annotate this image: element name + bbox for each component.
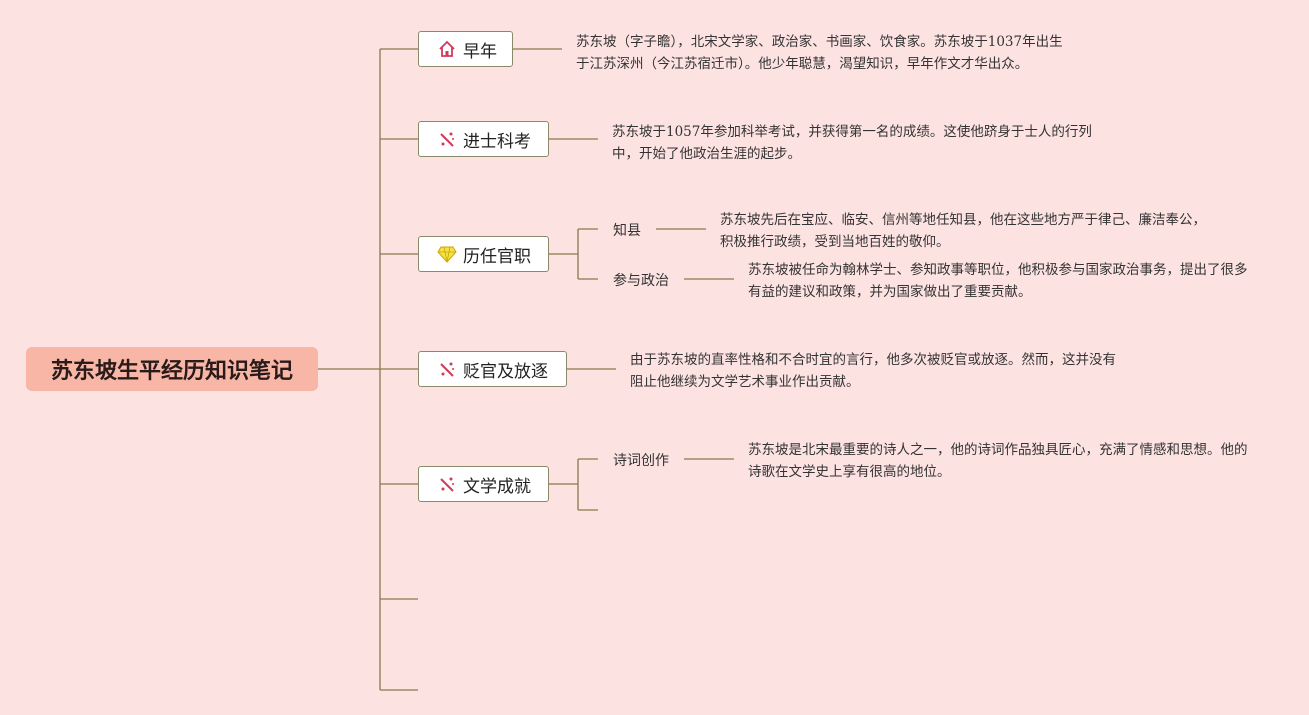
root-node[interactable]: 苏东坡生平经历知识笔记 — [26, 347, 318, 391]
diamond-icon — [437, 244, 457, 264]
magic-wand-icon — [437, 359, 457, 379]
magic-wand-icon — [437, 474, 457, 494]
branch-label: 贬官及放逐 — [463, 361, 548, 382]
branch-official-posts[interactable]: 历任官职 — [418, 236, 549, 272]
branch-label: 进士科考 — [463, 131, 531, 152]
desc-poetry: 苏东坡是北宋最重要的诗人之一，他的诗词作品独具匠心，充满了情感和思想。他的诗歌在… — [748, 442, 1248, 480]
sub-county-magistrate[interactable]: 知县 — [613, 223, 641, 239]
desc-imperial-exam: 苏东坡于1057年参加科举考试，并获得第一名的成绩。这使他跻身于士人的行列中，开… — [612, 124, 1092, 162]
magic-wand-icon — [437, 129, 457, 149]
branch-label: 文学成就 — [463, 476, 531, 497]
desc-early-years: 苏东坡（字子瞻），北宋文学家、政治家、书画家、饮食家。苏东坡于1037年出生于江… — [576, 34, 1063, 72]
desc-county-magistrate: 苏东坡先后在宝应、临安、信州等地任知县，他在这些地方严于律己、廉洁奉公，积极推行… — [720, 212, 1206, 250]
branch-label: 历任官职 — [463, 246, 531, 267]
desc-politics: 苏东坡被任命为翰林学士、参知政事等职位，他积极参与国家政治事务，提出了很多有益的… — [748, 262, 1248, 300]
sub-poetry[interactable]: 诗词创作 — [613, 453, 669, 469]
house-icon — [437, 39, 457, 59]
root-title: 苏东坡生平经历知识笔记 — [50, 359, 293, 384]
sub-politics[interactable]: 参与政治 — [613, 273, 669, 289]
branch-early-years[interactable]: 早年 — [418, 31, 513, 67]
branch-label: 早年 — [463, 41, 497, 62]
branch-literary-achievements[interactable]: 文学成就 — [418, 466, 549, 502]
branch-exile[interactable]: 贬官及放逐 — [418, 351, 567, 387]
branch-imperial-exam[interactable]: 进士科考 — [418, 121, 549, 157]
desc-exile: 由于苏东坡的直率性格和不合时宜的言行，他多次被贬官或放逐。然而，这并没有阻止他继… — [630, 352, 1116, 390]
